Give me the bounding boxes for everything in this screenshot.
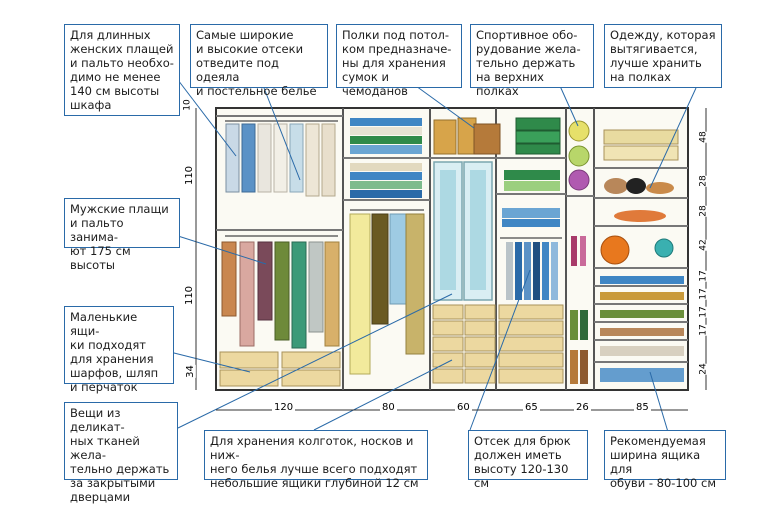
bags-and-glass-doors (430, 117, 496, 301)
dim-left-4: 34 (184, 365, 196, 378)
note-delicate: Вещи из деликат- ных тканей жела- тельно… (64, 402, 178, 504)
dim-right-2: 28 (698, 175, 709, 187)
note-underwear: Для хранения колготок, носков и ниж- нег… (204, 430, 428, 490)
note-trousers: Отсек для брюк должен иметь высоту 120-1… (468, 430, 588, 490)
dim-right-6: 17 (698, 288, 709, 300)
dim-right-7: 17 (698, 306, 709, 318)
note-long-coats: Для длинных женских плащей и пальто необ… (64, 24, 180, 116)
note-ceiling-shelves: Полки под потол- ком предназначе- ны для… (336, 24, 462, 98)
dim-right-5: 17 (698, 270, 709, 282)
dim-right-1: 48 (698, 131, 709, 143)
blanket-shelves (343, 118, 430, 375)
note-stretch-clothes: Одежду, которая вытягивается, лучше хран… (604, 24, 722, 88)
dim-right-3: 28 (698, 205, 709, 217)
dim-bottom-4: 65 (523, 402, 540, 413)
note-small-drawers: Маленькие ящи- ки подходят для хранения … (64, 306, 174, 394)
underwear-drawers (432, 304, 496, 384)
note-shoe-drawer: Рекомендуемая ширина ящика для обуви - 8… (604, 430, 726, 490)
leader-lines (169, 79, 697, 433)
dim-left-3: 110 (184, 285, 196, 306)
note-mens-coats: Мужские плащи и пальто занима- ют 175 см… (64, 198, 180, 272)
dim-left-1: 10 (182, 99, 193, 111)
note-sport-equipment: Спортивное обо- рудование жела- тельно д… (470, 24, 594, 98)
dim-right-8: 17 (698, 324, 709, 336)
dim-bottom-3: 60 (455, 402, 472, 413)
sports-column (566, 120, 594, 384)
dim-bottom-2: 80 (380, 402, 397, 413)
long-coats-group (225, 123, 336, 197)
drawers-right-middle (498, 304, 564, 384)
note-wide-compartments: Самые широкие и высокие отсеки отведите … (190, 24, 328, 98)
dim-left-2: 110 (184, 165, 196, 186)
trousers-section (473, 117, 566, 300)
dim-right-4: 42 (698, 239, 709, 251)
mens-coats-group (221, 241, 340, 349)
dim-bottom-5: 26 (574, 402, 591, 413)
right-shelves (594, 129, 688, 382)
dim-bottom-6: 85 (634, 402, 651, 413)
small-drawers-left (219, 351, 341, 387)
dim-bottom-1: 120 (272, 402, 296, 413)
dim-right-9: 24 (698, 363, 709, 375)
